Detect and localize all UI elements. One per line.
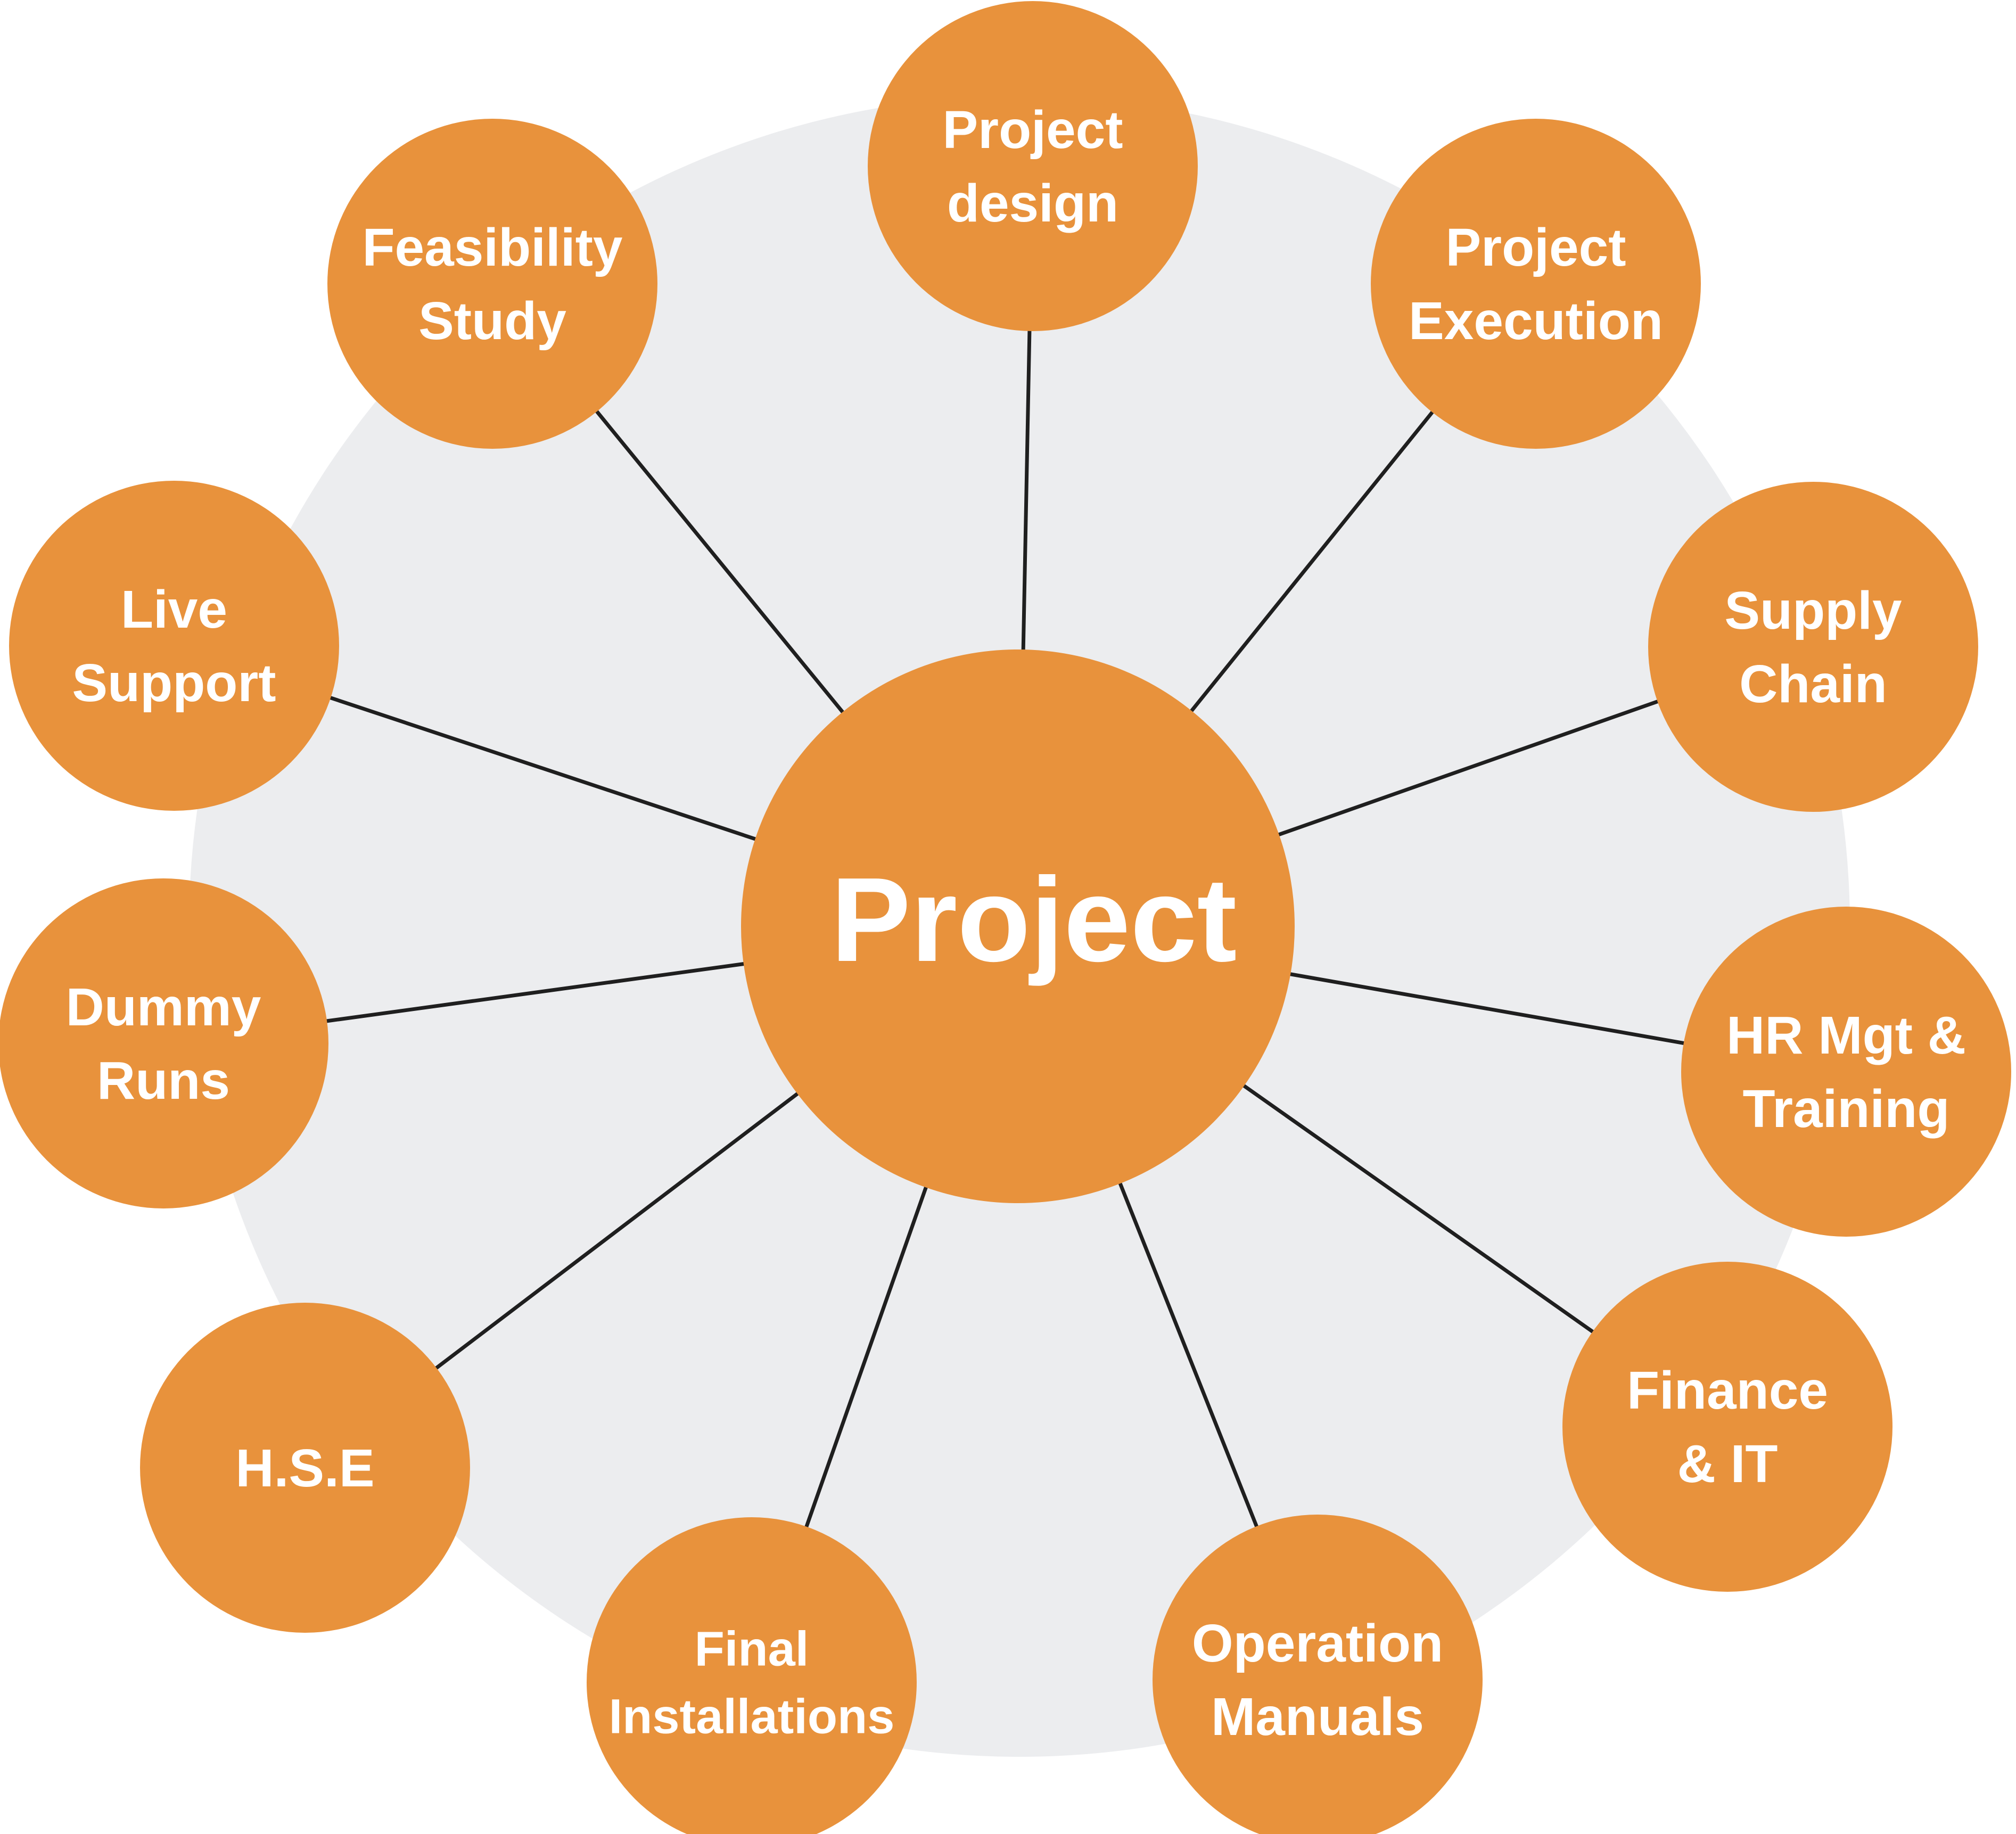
connector-feasibility-study: [592, 406, 847, 718]
node-circle-supply-chain: [1648, 482, 1978, 812]
node-label-operation-manuals: Operation: [1192, 1614, 1443, 1673]
node-label-final-installations: Final: [695, 1622, 809, 1676]
connectors: [321, 325, 1690, 1533]
node-hse: H.S.E: [140, 1303, 470, 1633]
node-label-live-support: Live: [121, 580, 227, 639]
node-circle-finance-it: [1562, 1262, 1892, 1592]
center-label: Project: [831, 852, 1237, 986]
connector-supply-chain: [1273, 698, 1664, 838]
node-project-design: Project design: [868, 1, 1198, 331]
node-circle-dummy-runs: [0, 878, 328, 1208]
node-label-hse: H.S.E: [235, 1438, 374, 1498]
node-circle-hr-mgt-training: [1681, 907, 2011, 1237]
node-label-finance-it: & IT: [1677, 1434, 1778, 1494]
node-label-supply-chain: Chain: [1739, 654, 1887, 714]
node-circle-operation-manuals: [1153, 1515, 1483, 1834]
node-circle-hse: [140, 1303, 470, 1633]
connector-hr-mgt-training: [1285, 971, 1690, 1046]
connector-project-design: [1021, 325, 1032, 655]
node-label-operation-manuals: Manuals: [1211, 1687, 1424, 1747]
node-circle-feasibility-study: [327, 119, 657, 449]
connector-live-support: [325, 694, 761, 843]
node-label-project-design: design: [947, 174, 1118, 233]
node-label-feasibility-study: Feasibility: [362, 218, 622, 277]
connector-project-execution: [1187, 407, 1437, 717]
node-label-project-design: Project: [942, 100, 1123, 160]
connector-operation-manuals: [1116, 1178, 1261, 1532]
node-label-finance-it: Finance: [1627, 1361, 1828, 1420]
node-label-live-support: Support: [72, 653, 276, 713]
node-hr-mgt-training: HR Mgt & Training: [1681, 907, 2011, 1237]
center-hub: Project: [741, 649, 1295, 1203]
center-circle: [741, 649, 1295, 1203]
connector-final-installations: [803, 1181, 929, 1533]
node-circle-final-installations: [587, 1517, 917, 1834]
node-label-hr-mgt-training: HR Mgt &: [1726, 1006, 1966, 1065]
connector-finance-it: [1238, 1081, 1598, 1336]
connector-dummy-runs: [321, 961, 750, 1024]
node-label-feasibility-study: Study: [418, 291, 566, 351]
node-circle-live-support: [9, 481, 339, 811]
node-label-project-execution: Project: [1445, 218, 1626, 277]
node-finance-it: Finance & IT: [1562, 1262, 1892, 1592]
node-label-hr-mgt-training: Training: [1743, 1079, 1950, 1139]
node-label-dummy-runs: Runs: [97, 1051, 230, 1111]
connector-hse: [431, 1089, 803, 1373]
node-circle-project-design: [868, 1, 1198, 331]
node-label-dummy-runs: Dummy: [66, 977, 261, 1037]
node-label-final-installations: Installations: [609, 1690, 895, 1744]
node-label-supply-chain: Supply: [1724, 581, 1902, 640]
node-circle-project-execution: [1371, 119, 1701, 449]
node-label-project-execution: Execution: [1409, 291, 1663, 351]
